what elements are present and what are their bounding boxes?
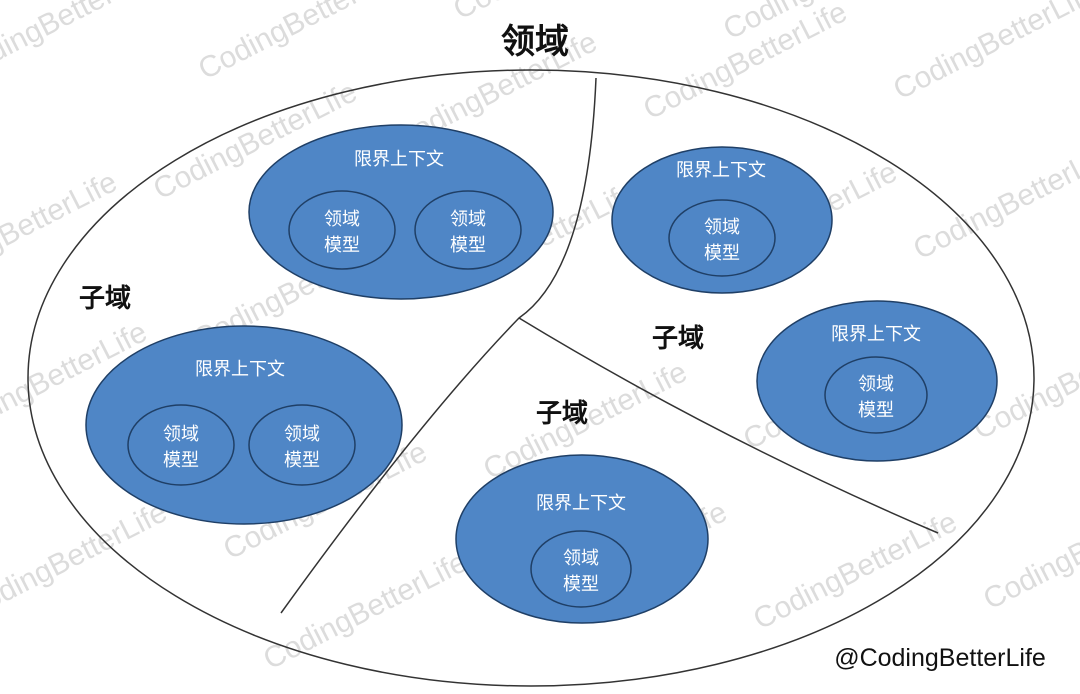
domain-model-label-line1: 领域 [284, 424, 320, 445]
domain-model-shape [288, 190, 396, 270]
subdomain-label-left: 子域 [79, 284, 131, 314]
bounded-context-label: 限界上下文 [831, 324, 921, 345]
watermark-text: CodingBetterLife [748, 505, 962, 636]
domain-model-label-line2: 模型 [284, 450, 320, 471]
domain-model-label-line2: 模型 [324, 235, 360, 256]
bounded-context-label: 限界上下文 [536, 493, 626, 514]
domain-model-shape [530, 530, 632, 608]
watermark-text: CodingBetterLife [0, 0, 162, 86]
bounded-context-label: 限界上下文 [676, 160, 766, 181]
domain-model-shape [127, 404, 235, 486]
credit-label: @CodingBetterLife [834, 644, 1046, 672]
bounded-context-label: 限界上下文 [354, 149, 444, 170]
domain-model-label-line1: 领域 [704, 217, 740, 238]
bounded-context-bottom-center: 限界上下文 领域 模型 [455, 454, 709, 624]
domain-model-label-line1: 领域 [163, 424, 199, 445]
watermark-text: CodingBetterLife [258, 545, 472, 676]
bounded-context-left-top: 限界上下文 领域 模型 领域 模型 [248, 124, 554, 300]
subdomain-label-right: 子域 [652, 324, 704, 354]
bounded-context-shape [85, 325, 403, 525]
domain-model-label-line1: 领域 [858, 374, 894, 395]
watermark-text: CodingBetterLife [0, 165, 122, 296]
domain-model-shape [414, 190, 522, 270]
watermark-text: CodingBetterLife [978, 485, 1080, 616]
bounded-context-right-top: 限界上下文 领域 模型 [611, 146, 833, 294]
domain-model-label-line1: 领域 [324, 209, 360, 230]
watermark-text: CodingBetterLife [0, 495, 172, 626]
subdomain-divider-left [280, 77, 597, 614]
domain-model-shape [824, 356, 928, 434]
watermark-text: CodingBetterLife [888, 0, 1080, 106]
domain-model-label-line2: 模型 [450, 235, 486, 256]
domain-model-label-line2: 模型 [858, 400, 894, 421]
watermark-text: CodingBetterLife [193, 0, 407, 86]
subdomain-divider-right [518, 317, 939, 534]
domain-boundary [27, 69, 1035, 687]
bounded-context-label: 限界上下文 [195, 359, 285, 380]
domain-model-label-line2: 模型 [163, 450, 199, 471]
domain-model-label-line2: 模型 [563, 574, 599, 595]
domain-model-shape [668, 199, 776, 277]
watermark-text: CodingBetterLife [908, 135, 1080, 266]
domain-model-label-line1: 领域 [450, 209, 486, 230]
domain-model-shape [248, 404, 356, 486]
domain-title: 领域 [501, 22, 569, 62]
bounded-context-right-bottom: 限界上下文 领域 模型 [756, 300, 998, 462]
domain-model-label-line2: 模型 [704, 243, 740, 264]
subdomain-label-bottom: 子域 [536, 399, 588, 429]
bounded-context-left-bottom: 限界上下文 领域 模型 领域 模型 [85, 325, 403, 525]
domain-model-label-line1: 领域 [563, 548, 599, 569]
